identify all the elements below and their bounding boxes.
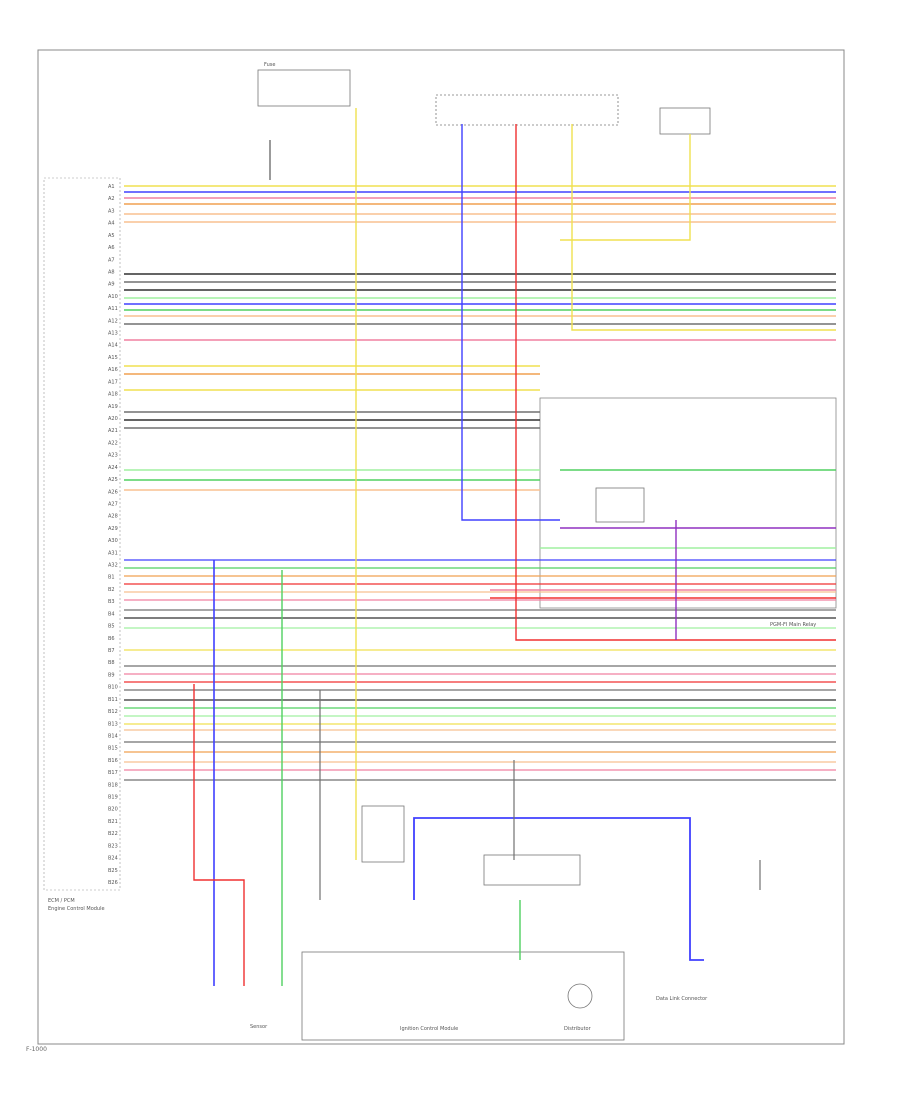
wire-vert-yellow	[571, 124, 836, 331]
footer-code: F-1000	[26, 1046, 47, 1053]
distributor-label: Distributor	[564, 1026, 592, 1032]
ecm-pin-label: A29	[108, 526, 118, 532]
ecm-pin-label: A5	[108, 233, 115, 239]
ecm-pin-label: A30	[108, 538, 118, 544]
ecm-pin-label: B21	[108, 819, 118, 825]
ecm-pin-label: A32	[108, 563, 118, 569]
ecm-pin-label: A17	[108, 379, 118, 385]
ecm-pin-label: B16	[108, 758, 118, 764]
ecm-block-label: ECM / PCM	[48, 898, 75, 904]
ecm-pin-label: A1	[108, 184, 115, 190]
ecm-pin-label: A6	[108, 245, 115, 251]
ecm-pin-label: A2	[108, 196, 115, 202]
ecm-pin-label: A19	[108, 404, 118, 410]
fuse-box-top	[257, 69, 351, 107]
ecm-pin-label: B15	[108, 746, 118, 752]
ecm-pin-label: A20	[108, 416, 118, 422]
ecm-box	[43, 177, 121, 891]
ecm-pin-label: A21	[108, 428, 118, 434]
ignition-module-inner	[483, 854, 581, 886]
ecm-pin-label: B11	[108, 697, 118, 703]
ecm-pin-label: B14	[108, 734, 118, 740]
ecm-pin-label: A26	[108, 489, 118, 495]
ecm-pin-label: A24	[108, 465, 118, 471]
ecm-pin-label: B26	[108, 880, 118, 886]
ignition-block-label: Ignition Control Module	[400, 1026, 458, 1032]
ecm-pin-label: A13	[108, 331, 118, 337]
ecm-pin-label: A4	[108, 221, 115, 227]
ecm-pin-label: B24	[108, 856, 118, 862]
ecm-pin-label: A31	[108, 550, 118, 556]
ecm-pin-label: B9	[108, 672, 115, 678]
pin-label-group: A1A2A3A4A5A6A7A8A9A10A11A12A13A14A15A16A…	[108, 184, 118, 886]
ecm-pin-label: A10	[108, 294, 118, 300]
ecm-pin-label: A11	[108, 306, 118, 312]
ecm-pin-label: A18	[108, 392, 118, 398]
wire-drop-red-left	[193, 684, 245, 986]
ecm-pin-label: A28	[108, 514, 118, 520]
wire-vert-red	[515, 124, 836, 641]
ecm-pin-label: A3	[108, 208, 115, 214]
ecm-pin-label: B20	[108, 807, 118, 813]
ecm-pin-label: B3	[108, 599, 115, 605]
sensor-bottom-label: Sensor	[250, 1024, 268, 1030]
diagram-border	[37, 49, 845, 1045]
ecm-pin-label: B7	[108, 648, 115, 654]
diag-connector-label: Data Link Connector	[656, 996, 708, 1002]
ecm-pin-label: B12	[108, 709, 118, 715]
ecm-pin-label: B25	[108, 868, 118, 874]
ignition-control-box	[301, 951, 625, 1041]
relay-block-label: PGM-FI Main Relay	[770, 622, 816, 628]
ecm-pin-label: B23	[108, 843, 118, 849]
ecm-pin-label: A16	[108, 367, 118, 373]
ecm-pin-label: A7	[108, 257, 115, 263]
ecm-pin-label: A25	[108, 477, 118, 483]
ecm-pin-label: B17	[108, 770, 118, 776]
relay-coil-box	[595, 487, 645, 523]
ecm-pin-label: A8	[108, 270, 115, 276]
coil-box-center	[361, 805, 405, 863]
ecm-pin-label: A22	[108, 440, 118, 446]
ecm-pin-label: B6	[108, 636, 115, 642]
ecm-pin-label: B4	[108, 611, 115, 617]
ecm-pin-label: B2	[108, 587, 115, 593]
wire-group	[124, 108, 836, 986]
sensor-box-top-right	[659, 107, 711, 135]
relay-box-top	[435, 94, 619, 126]
ecm-pin-label: B1	[108, 575, 115, 581]
ecm-pin-label: B18	[108, 782, 118, 788]
ecm-pin-label: A14	[108, 343, 118, 349]
ecm-pin-label: B22	[108, 831, 118, 837]
ecm-note-label: Engine Control Module	[48, 906, 105, 912]
wire-bottom-blue-loop	[413, 817, 704, 961]
ecm-pin-label: B13	[108, 721, 118, 727]
ecm-pin-label: A9	[108, 282, 115, 288]
ecm-pin-label: A27	[108, 502, 118, 508]
relay-box-right	[539, 397, 837, 609]
wire-vert-blue	[461, 124, 560, 521]
fuse-top-label: Fuse	[264, 62, 275, 68]
ecm-pin-label: B10	[108, 685, 118, 691]
ecm-pin-label: B5	[108, 624, 115, 630]
ecm-pin-label: B19	[108, 795, 118, 801]
ecm-pin-label: A12	[108, 318, 118, 324]
distributor-symbol	[567, 983, 593, 1009]
ecm-pin-label: B8	[108, 660, 115, 666]
wire-vert-yellow-2	[560, 134, 691, 241]
ecm-pin-label: A15	[108, 355, 118, 361]
ecm-pin-label: A23	[108, 453, 118, 459]
